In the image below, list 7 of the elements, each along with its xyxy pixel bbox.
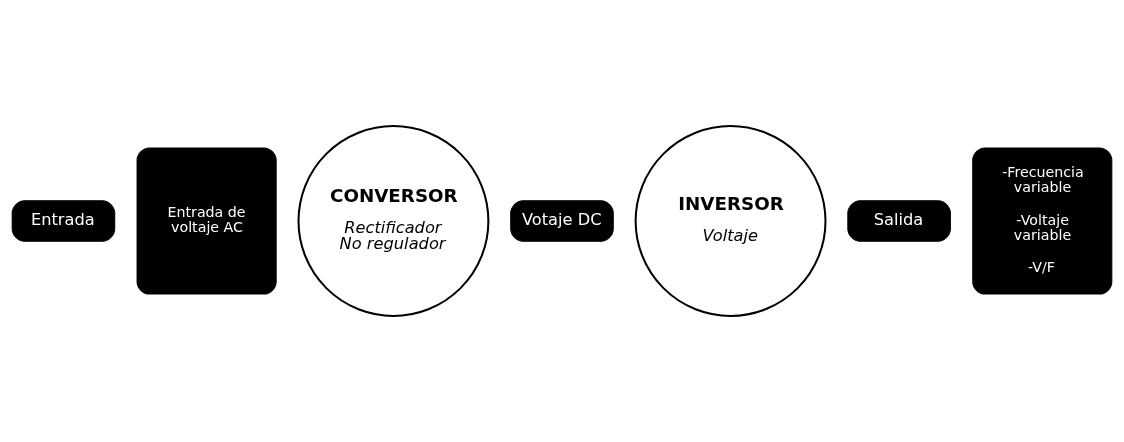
node-circle: INVERSOR Voltaje <box>634 125 827 317</box>
node-box: Entrada <box>11 200 116 242</box>
node-circle: CONVERSOR Rectificador No regulador <box>297 125 490 317</box>
node-box: Entrada de voltaje AC <box>136 147 277 295</box>
node-box: Salida <box>847 200 951 242</box>
node-box: -Frecuencia variable -Voltaje variable -V/F <box>972 147 1113 295</box>
node-box: Votaje DC <box>510 200 614 242</box>
